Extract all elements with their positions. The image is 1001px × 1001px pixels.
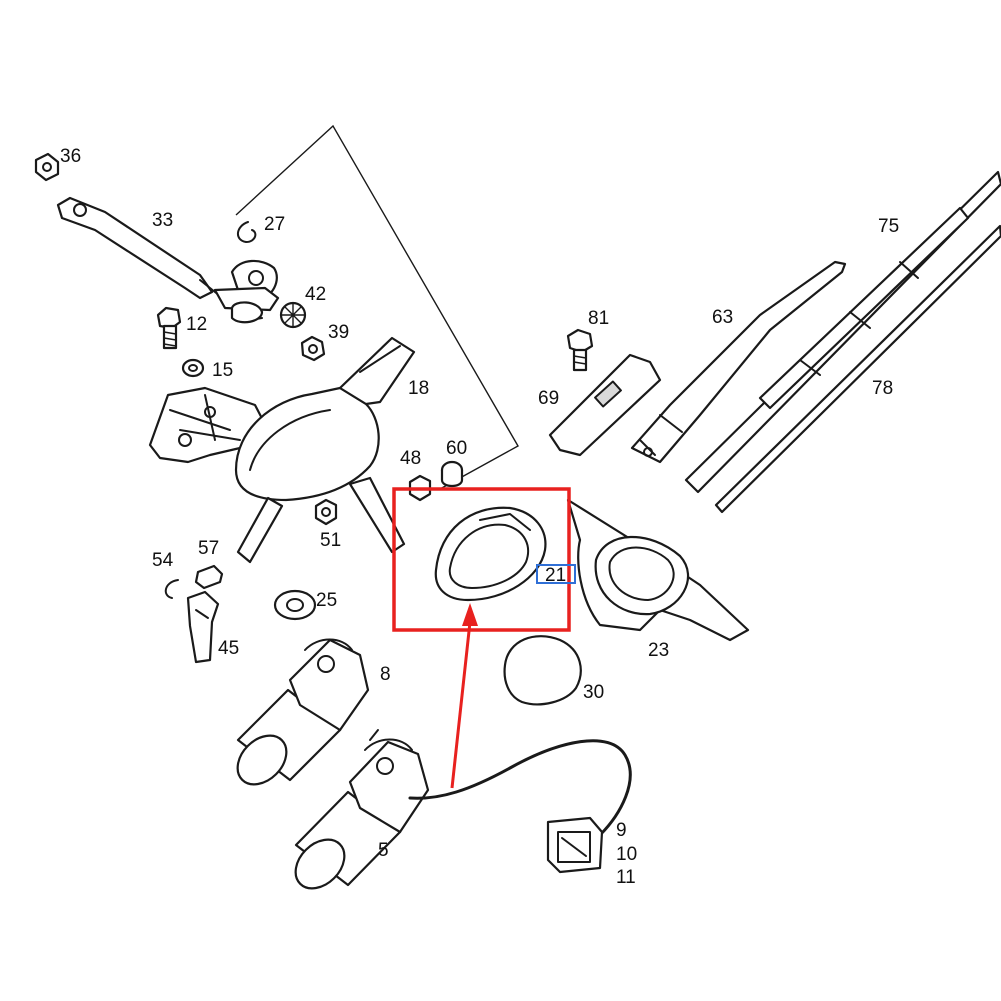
part-78-blade-refill [714, 224, 1001, 514]
label-18: 18 [408, 378, 429, 399]
part-12-bolt [156, 306, 182, 350]
label-27: 27 [264, 214, 285, 235]
label-25: 25 [316, 590, 337, 611]
label-30: 30 [583, 682, 604, 703]
label-60: 60 [446, 438, 467, 459]
part-39-nut [300, 335, 326, 362]
part-57-clip [194, 564, 224, 590]
label-21-box [536, 564, 576, 584]
part-wiring-cable [408, 739, 632, 837]
part-21-cap [434, 506, 547, 602]
label-69: 69 [538, 388, 559, 409]
part-69-clip-cover [548, 353, 662, 457]
label-45: 45 [218, 638, 239, 659]
label-36: 36 [60, 146, 81, 167]
assembly-outline [235, 124, 519, 490]
label-5: 5 [378, 840, 389, 861]
label-57: 57 [198, 538, 219, 559]
part-42-washer [279, 301, 307, 329]
label-15: 15 [212, 360, 233, 381]
label-11: 11 [616, 867, 636, 888]
label-42: 42 [305, 284, 326, 305]
part-51-nut [314, 498, 338, 526]
part-63-wiper-arm [630, 260, 847, 464]
part-crank-assembly [213, 259, 280, 324]
part-5-wiper-motor [294, 729, 430, 890]
label-81: 81 [588, 308, 609, 329]
label-78: 78 [872, 378, 893, 399]
part-23-cover-panel [566, 498, 750, 642]
part-25-grommet [273, 589, 317, 621]
part-18-pivot-housing [234, 336, 416, 564]
part-81-screw [566, 328, 594, 372]
part-75-wiper-blade [684, 170, 1001, 494]
highlight-arrow [450, 603, 478, 789]
part-8-wiper-motor [236, 638, 370, 786]
label-23: 23 [648, 640, 669, 661]
part-54-clip [164, 579, 179, 599]
part-36-nut [34, 152, 60, 182]
label-9: 9 [616, 820, 627, 841]
label-12: 12 [186, 314, 207, 335]
label-75: 75 [878, 216, 899, 237]
part-15-washer [181, 358, 205, 378]
label-39: 39 [328, 322, 349, 343]
label-63: 63 [712, 307, 733, 328]
label-8: 8 [380, 664, 391, 685]
part-60-bushing [440, 460, 464, 488]
highlight-box [392, 487, 571, 632]
label-33: 33 [152, 210, 173, 231]
part-9-10-11-connector [546, 816, 604, 874]
label-48: 48 [400, 448, 421, 469]
part-27-clip [237, 221, 257, 243]
part-45-bracket [186, 590, 220, 664]
label-54: 54 [152, 550, 174, 571]
label-21: 21 [545, 565, 566, 586]
label-51: 51 [320, 530, 341, 551]
label-10: 10 [616, 844, 637, 865]
part-30-cap [503, 635, 582, 706]
